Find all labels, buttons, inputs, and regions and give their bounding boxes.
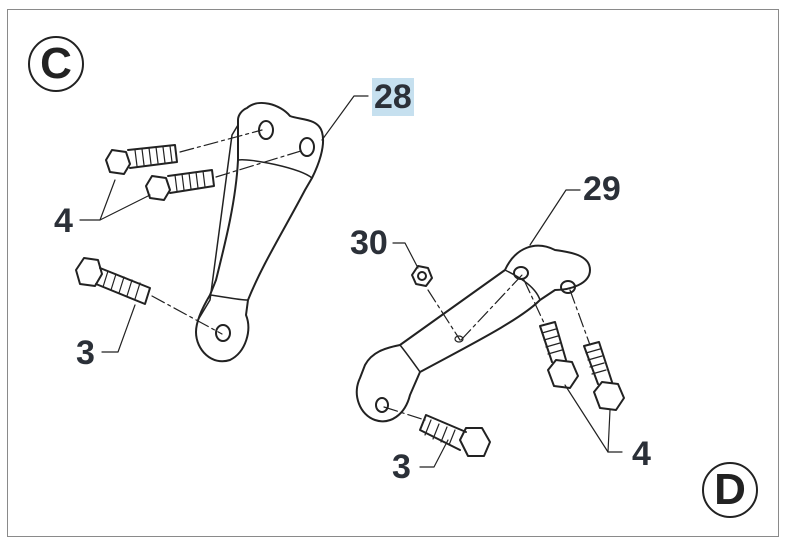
view-label-c: C: [28, 36, 84, 92]
nut-30: [411, 265, 433, 287]
bolt-3-left: [75, 257, 151, 305]
callout-30[interactable]: 30: [350, 224, 388, 262]
bolt-4-upper: [105, 144, 178, 175]
diagram-frame: [7, 9, 779, 537]
bolt-4-right-b: [583, 341, 625, 411]
leader-lines: [79, 95, 623, 468]
bracket-28: [195, 101, 324, 363]
view-label-d: D: [702, 462, 758, 518]
callout-28[interactable]: 28: [372, 78, 414, 116]
callout-4-left[interactable]: 4: [54, 202, 73, 240]
bolt-4-right-a: [539, 321, 579, 389]
bolt-4-lower: [145, 169, 215, 201]
callout-3-left[interactable]: 3: [76, 334, 95, 372]
bolt-3-right: [419, 414, 491, 457]
callout-4-right[interactable]: 4: [632, 435, 651, 473]
callout-3-right[interactable]: 3: [392, 448, 411, 486]
bracket-29: [355, 244, 591, 423]
assembly-axis-lines: [151, 129, 591, 421]
callout-29[interactable]: 29: [583, 170, 621, 208]
